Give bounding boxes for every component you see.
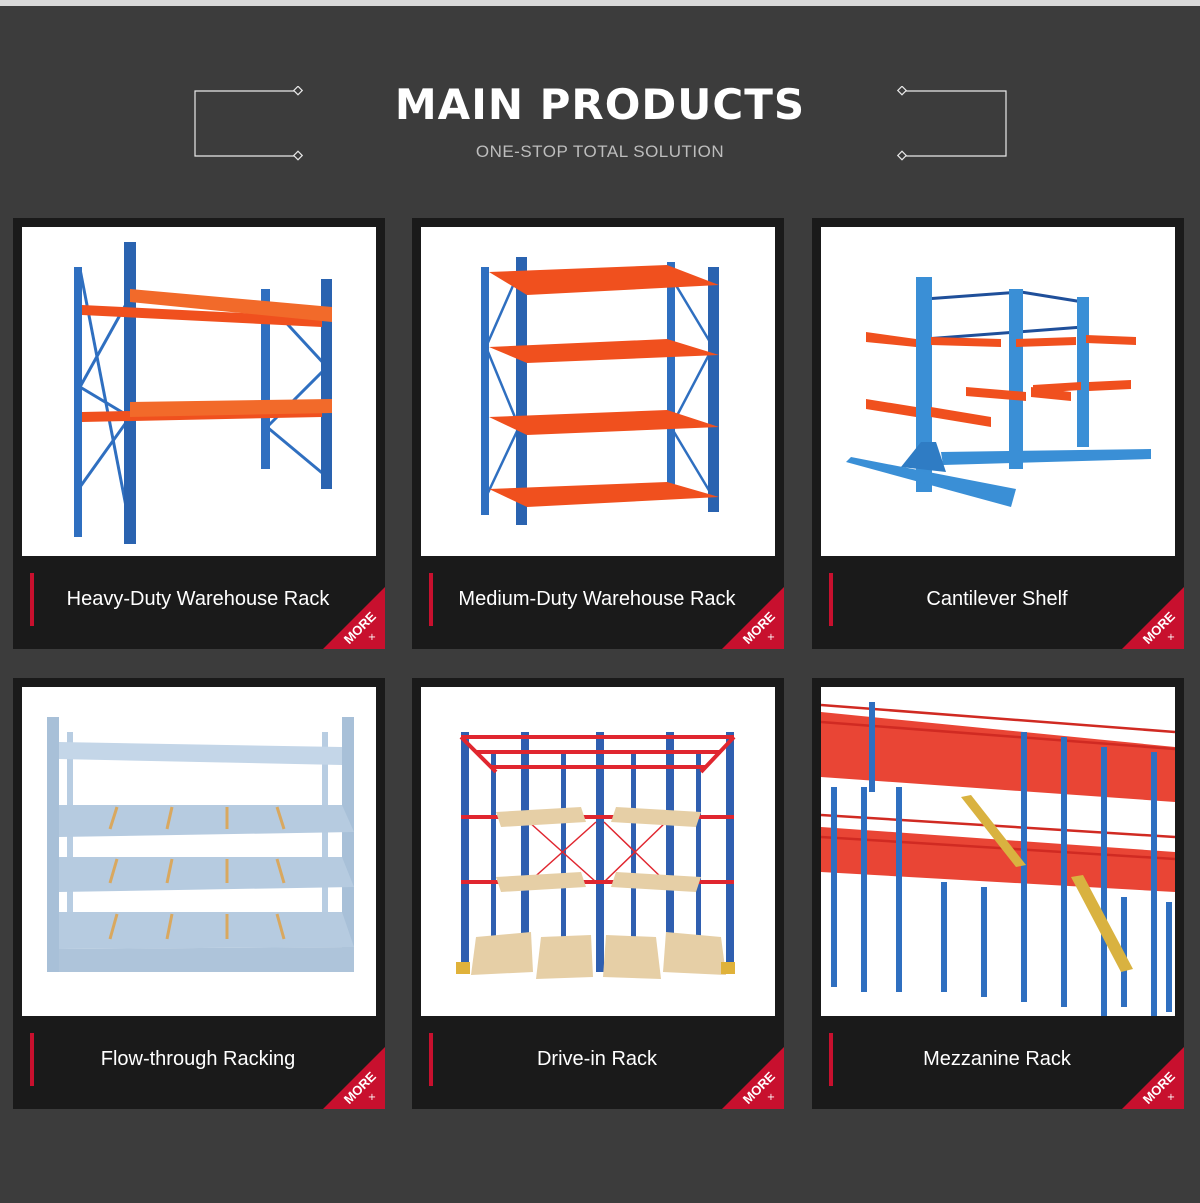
page-title: MAIN PRODUCTS (394, 80, 806, 129)
product-card-flow-through[interactable]: Flow-through Racking MORE + (13, 678, 385, 1109)
product-image-heavy-duty-rack[interactable] (22, 227, 376, 556)
plus-icon: + (767, 1092, 775, 1103)
more-button[interactable]: MORE + (323, 587, 385, 649)
title-accent-bar (30, 573, 34, 626)
product-image-medium-duty-rack[interactable] (421, 227, 775, 556)
title-accent-bar (30, 1033, 34, 1086)
product-title[interactable]: Drive-in Rack (536, 1048, 658, 1070)
product-title[interactable]: Medium-Duty Warehouse Rack (458, 588, 736, 610)
more-button[interactable]: MORE + (722, 587, 784, 649)
plus-icon: + (368, 1092, 376, 1103)
more-button[interactable]: MORE + (1122, 587, 1184, 649)
plus-icon: + (1167, 1092, 1175, 1103)
product-image-flow-through-racking[interactable] (22, 687, 376, 1016)
plus-icon: + (767, 632, 775, 643)
left-bracket-decoration (194, 86, 304, 161)
top-bar (0, 0, 1200, 6)
product-card-medium-duty[interactable]: Medium-Duty Warehouse Rack MORE + (412, 218, 784, 649)
product-card-cantilever[interactable]: Cantilever Shelf MORE + (812, 218, 1184, 649)
title-accent-bar (429, 573, 433, 626)
product-title[interactable]: Heavy-Duty Warehouse Rack (66, 588, 330, 610)
section-header: MAIN PRODUCTS ONE-STOP TOTAL SOLUTION (0, 60, 1200, 190)
plus-icon: + (368, 632, 376, 643)
title-accent-bar (829, 573, 833, 626)
product-image-drive-in-rack[interactable] (421, 687, 775, 1016)
page-subtitle: ONE-STOP TOTAL SOLUTION (475, 142, 725, 161)
more-button[interactable]: MORE + (323, 1047, 385, 1109)
more-button[interactable]: MORE + (1122, 1047, 1184, 1109)
product-image-mezzanine-rack[interactable] (821, 687, 1175, 1016)
right-bracket-decoration (896, 86, 1007, 161)
product-image-cantilever-shelf[interactable] (821, 227, 1175, 556)
more-button[interactable]: MORE + (722, 1047, 784, 1109)
product-card-drive-in[interactable]: Drive-in Rack MORE + (412, 678, 784, 1109)
product-title[interactable]: Mezzanine Rack (923, 1048, 1071, 1070)
title-accent-bar (429, 1033, 433, 1086)
title-accent-bar (829, 1033, 833, 1086)
plus-icon: + (1167, 632, 1175, 643)
product-title[interactable]: Flow-through Racking (100, 1048, 296, 1070)
product-card-heavy-duty[interactable]: Heavy-Duty Warehouse Rack MORE + (13, 218, 385, 649)
product-title[interactable]: Cantilever Shelf (926, 588, 1068, 610)
product-card-mezzanine[interactable]: Mezzanine Rack MORE + (812, 678, 1184, 1109)
